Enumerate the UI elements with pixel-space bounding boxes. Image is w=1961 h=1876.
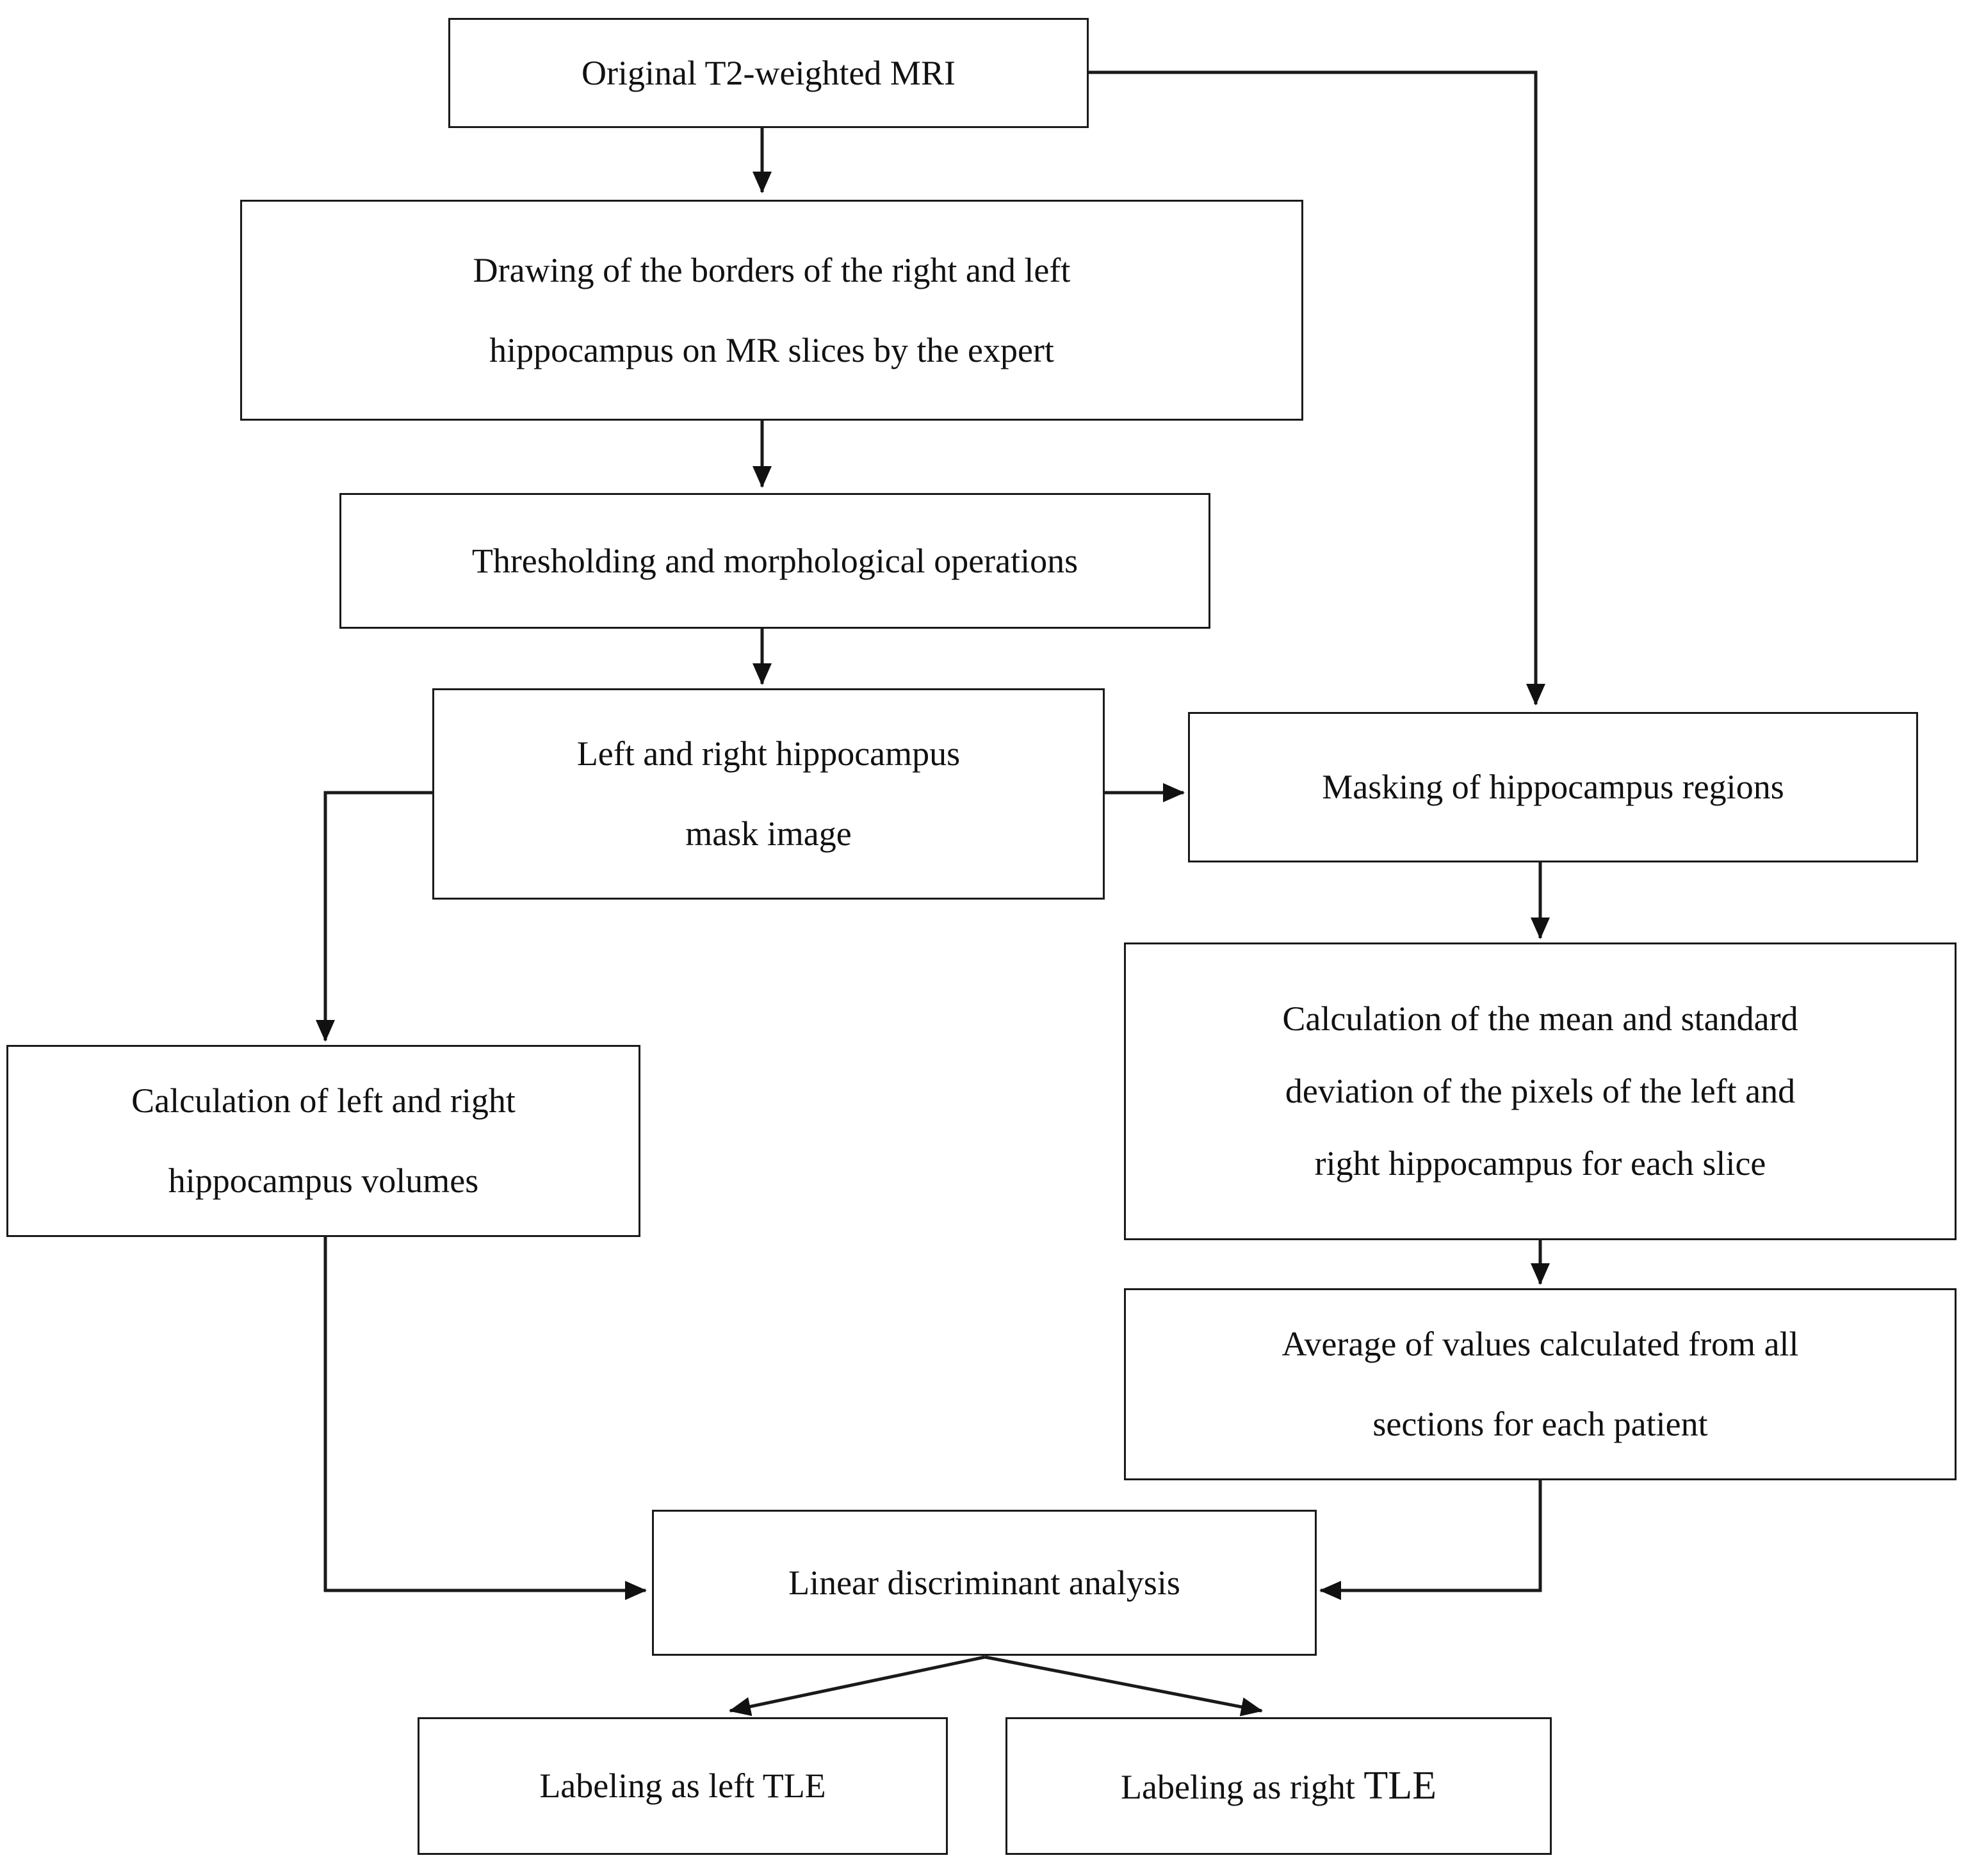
node-lda[interactable]: Linear discriminant analysis: [652, 1510, 1317, 1656]
edge-original-to-masking: [1089, 70, 1545, 706]
node-mean-std-line-1: deviation of the pixels of the left and: [1285, 1072, 1796, 1111]
node-label-right-tle[interactable]: Labeling as right TLE: [1005, 1717, 1552, 1855]
node-thresholding[interactable]: Thresholding and morphological operation…: [339, 493, 1210, 629]
node-mask-image[interactable]: Left and right hippocampus mask image: [432, 688, 1105, 900]
node-mean-std-line-2: right hippocampus for each slice: [1314, 1144, 1766, 1183]
edge-volumes-to-lda: [323, 1236, 647, 1600]
node-volumes-line-0: Calculation of left and right: [131, 1081, 516, 1120]
node-label-right-tle-line-0: Labeling as right TLE: [1121, 1765, 1436, 1807]
node-masking-regions-line-0: Masking of hippocampus regions: [1322, 768, 1784, 807]
node-label-left-tle[interactable]: Labeling as left TLE: [418, 1717, 948, 1855]
node-average-values-line-0: Average of values calculated from all: [1282, 1325, 1799, 1364]
node-mean-std[interactable]: Calculation of the mean and standard dev…: [1124, 942, 1957, 1240]
node-drawing-borders-line-1: hippocampus on MR slices by the expert: [489, 330, 1054, 369]
node-drawing-borders[interactable]: Drawing of the borders of the right and …: [240, 200, 1303, 421]
node-original-mri[interactable]: Original T2-weighted MRI: [448, 18, 1089, 128]
node-thresholding-line-0: Thresholding and morphological operation…: [471, 541, 1078, 580]
node-original-mri-line-0: Original T2-weighted MRI: [582, 53, 956, 92]
edge-mask-to-volumes: [316, 791, 432, 1042]
node-drawing-borders-line-0: Drawing of the borders of the right and …: [473, 250, 1071, 289]
node-label-left-tle-line-0: Labeling as left TLE: [539, 1767, 826, 1806]
node-label-right-tle-prefix: Labeling as right: [1120, 1767, 1364, 1806]
edge-lda-to-label-left: [729, 1655, 986, 1717]
edge-lda-to-label-right: [984, 1655, 1263, 1717]
node-volumes-line-1: hippocampus volumes: [168, 1161, 479, 1200]
node-volumes[interactable]: Calculation of left and right hippocampu…: [6, 1045, 640, 1237]
node-label-right-tle-suffix: TLE: [1363, 1763, 1437, 1807]
node-average-values-line-1: sections for each patient: [1372, 1405, 1708, 1443]
node-mask-image-line-1: mask image: [685, 814, 852, 853]
edge-average-to-lda: [1319, 1479, 1542, 1600]
node-average-values[interactable]: Average of values calculated from all se…: [1124, 1288, 1957, 1480]
node-lda-line-0: Linear discriminant analysis: [788, 1563, 1180, 1602]
node-mask-image-line-0: Left and right hippocampus: [576, 734, 961, 773]
node-mean-std-line-0: Calculation of the mean and standard: [1282, 999, 1798, 1039]
node-masking-regions[interactable]: Masking of hippocampus regions: [1188, 712, 1918, 862]
